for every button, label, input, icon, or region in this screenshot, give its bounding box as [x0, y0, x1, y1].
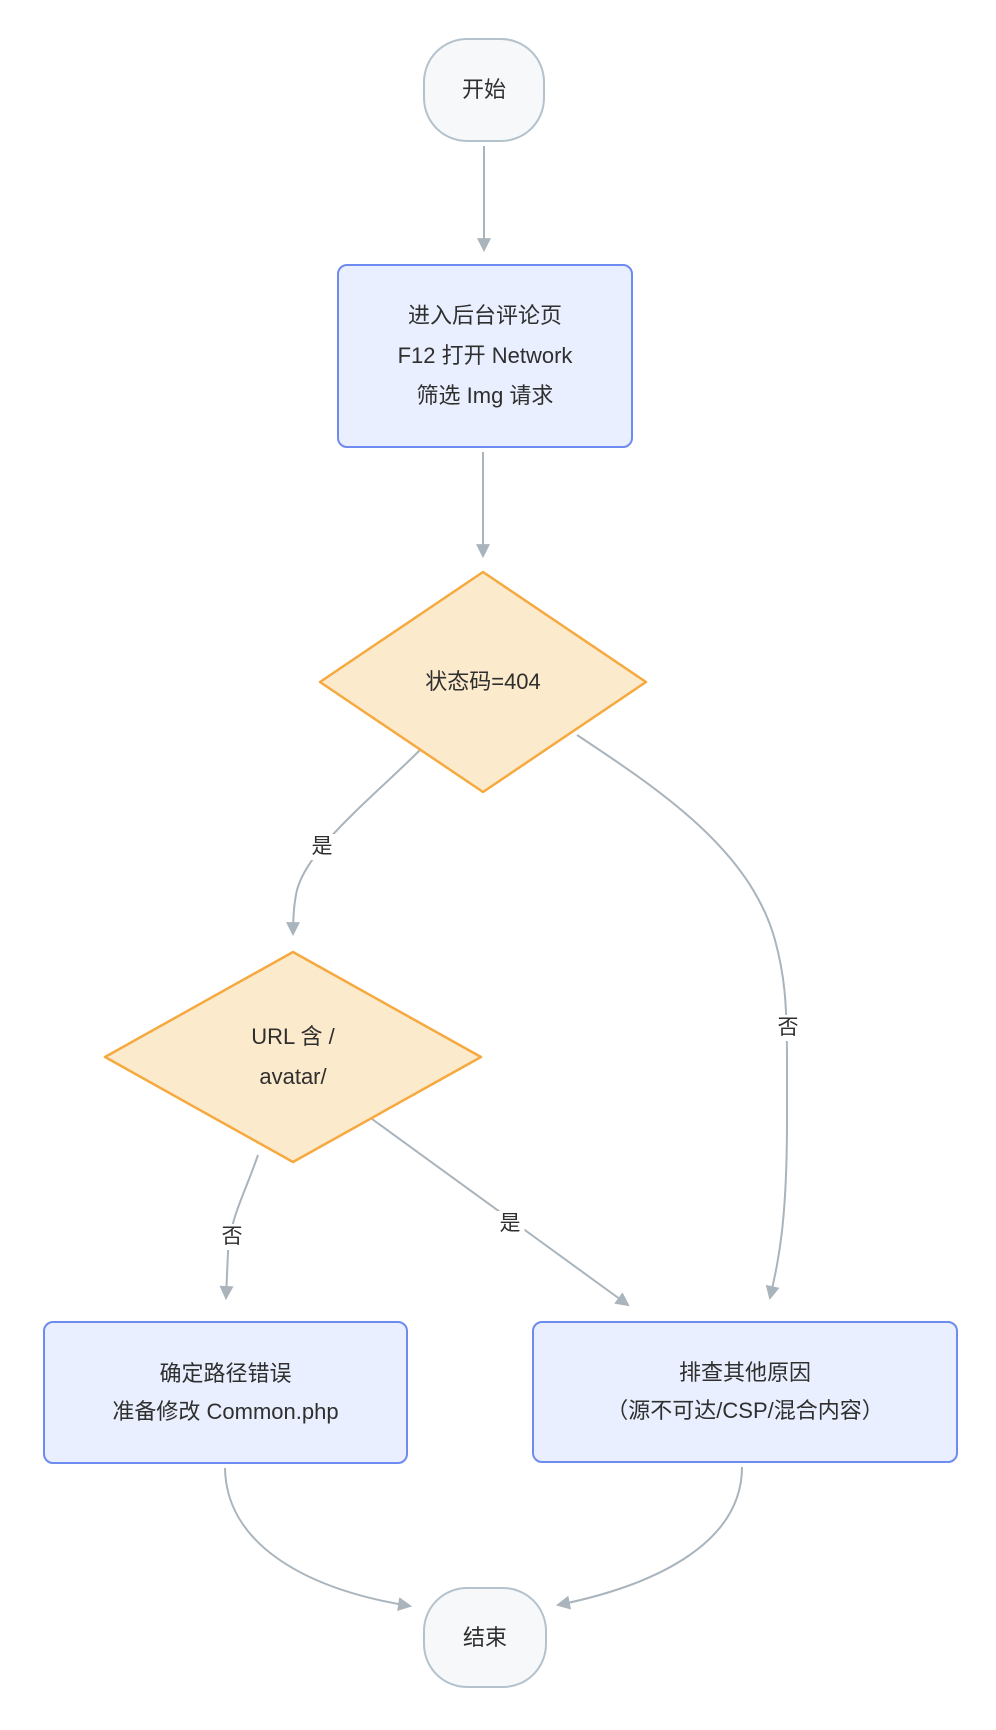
node-decision-url-avatar-label: URL 含 / avatar/ [251, 1024, 335, 1089]
node-fix-path-error: 确定路径错误 准备修改 Common.php [43, 1321, 408, 1464]
edge-other-end [555, 1466, 743, 1610]
node-start-label: 开始 [461, 77, 506, 102]
node-end-label: 结束 [462, 1624, 507, 1650]
node-decision-status-404: 状态码=404 [318, 570, 648, 794]
node-check-other-causes-label: 排查其他原因 （源不可达/CSP/混合内容） [606, 1360, 884, 1423]
node-decision-url-avatar: URL 含 / avatar/ [103, 950, 483, 1164]
node-start: 开始 [423, 38, 545, 142]
node-open-network-panel-label: 进入后台评论页 F12 打开 Network 筛选 Img 请求 [397, 303, 573, 408]
edge-label-yes-dec2-other: 是 [495, 1211, 525, 1237]
node-decision-status-404-label: 状态码=404 [425, 669, 541, 694]
edge-label-no-dec1-other: 否 [773, 1015, 803, 1041]
node-end: 结束 [423, 1587, 547, 1688]
edge-label-yes-dec1-dec2: 是 [307, 834, 337, 860]
node-check-other-causes: 排查其他原因 （源不可达/CSP/混合内容） [532, 1321, 958, 1463]
diamond-shape [318, 570, 648, 794]
node-open-network-panel: 进入后台评论页 F12 打开 Network 筛选 Img 请求 [337, 264, 633, 448]
edge-fix-end [224, 1467, 413, 1612]
node-fix-path-error-label: 确定路径错误 准备修改 Common.php [112, 1360, 339, 1424]
diamond-shape [103, 950, 483, 1164]
edge-dec1-other-no [576, 734, 788, 1301]
edge-label-no-dec2-fix: 否 [217, 1224, 247, 1250]
